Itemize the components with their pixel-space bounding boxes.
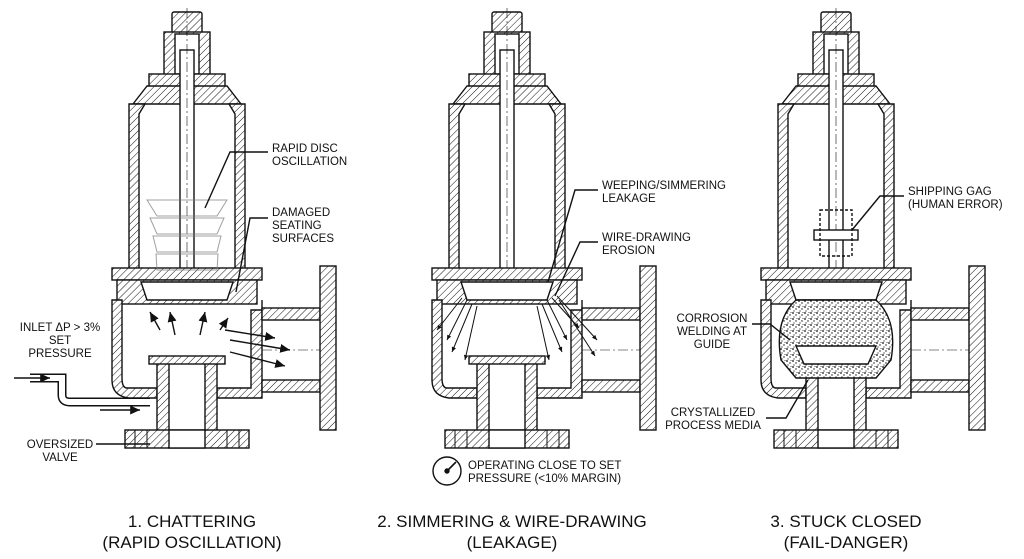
- body-wall-right: [216, 300, 263, 399]
- body-wall-left: [431, 299, 478, 399]
- flow-arrow-icon: [229, 339, 291, 353]
- flow-arrow-icon: [149, 311, 161, 331]
- leak-arrow-icon: [551, 297, 580, 329]
- ghost-disc: [149, 217, 225, 235]
- bonnet-wall-left: [448, 103, 467, 273]
- outlet-pipe-bottom: [261, 379, 321, 393]
- nozzle-left: [476, 361, 490, 433]
- flow-arrow-icon: [224, 329, 276, 341]
- crystallized-deposit: [778, 299, 894, 379]
- leader-wire-drawing: [554, 241, 598, 297]
- shipping-gag: [813, 229, 859, 241]
- valve-disc: [140, 281, 234, 301]
- bonnet-wall-left: [777, 103, 796, 273]
- body-top-flange: [760, 267, 912, 281]
- flow-arrow-icon: [218, 317, 229, 331]
- leak-arrow-icon: [436, 297, 463, 331]
- flow-arrow-icon: [167, 311, 177, 336]
- outlet-pipe-bottom: [910, 379, 970, 393]
- nozzle-ring: [468, 355, 546, 365]
- leak-arrow-icon: [541, 303, 563, 353]
- leak-arrow-icon: [558, 299, 596, 357]
- bonnet-wall-right: [876, 103, 895, 273]
- nozzle-left: [156, 361, 170, 433]
- callout-shipping-gag: SHIPPING GAG(HUMAN ERROR): [908, 186, 1003, 211]
- outlet-pipe-top: [261, 307, 321, 321]
- leader-weeping: [547, 189, 598, 283]
- bonnet-wall-left: [128, 103, 147, 273]
- caption-stuck-closed: 3. STUCK CLOSED(FAIL-DANGER): [770, 512, 922, 552]
- nozzle-ring: [148, 355, 226, 365]
- flow-arrow-icon: [229, 351, 286, 368]
- leak-arrow-icon: [463, 305, 478, 361]
- leader-rapid-disc: [204, 151, 268, 209]
- leak-arrow-icon: [446, 299, 468, 341]
- leak-arrow-icon: [556, 295, 598, 341]
- leak-arrow-icon: [451, 303, 473, 353]
- ghost-disc: [146, 199, 228, 217]
- leader-crystallized: [766, 379, 809, 419]
- outlet-pipe-bottom: [581, 379, 641, 393]
- leader-damaged: [235, 217, 268, 293]
- nozzle-right: [204, 361, 218, 433]
- bonnet-wall-right: [227, 103, 246, 273]
- valve-disc: [789, 281, 883, 301]
- flow-arrow-icon: [198, 311, 208, 336]
- ghost-disc: [152, 235, 222, 253]
- valve-2: [431, 8, 657, 449]
- leader-shipping-gag: [851, 195, 904, 231]
- ghost-disc: [155, 253, 219, 271]
- outlet-pipe-top: [910, 307, 970, 321]
- valve-disc: [460, 281, 554, 301]
- body-wall-right: [536, 300, 583, 399]
- caption-simmering: 2. SIMMERING & WIRE-DRAWING(LEAKAGE): [377, 512, 647, 552]
- body-wall-left: [111, 299, 158, 399]
- outlet-flange: [319, 265, 337, 431]
- caption-chattering: 1. CHATTERING(RAPID OSCILLATION): [102, 512, 282, 552]
- stuck-disc: [794, 345, 878, 365]
- nozzle-right: [524, 361, 538, 433]
- body-top-flange: [431, 267, 583, 281]
- outlet-flange: [968, 265, 986, 431]
- leak-arrow-icon: [546, 299, 568, 341]
- leak-arrow-icon: [536, 305, 551, 361]
- valve-3: [760, 8, 986, 449]
- leader-corrosion: [752, 323, 791, 341]
- outlet-flange: [639, 265, 657, 431]
- outlet-pipe-top: [581, 307, 641, 321]
- bonnet-wall-right: [547, 103, 566, 273]
